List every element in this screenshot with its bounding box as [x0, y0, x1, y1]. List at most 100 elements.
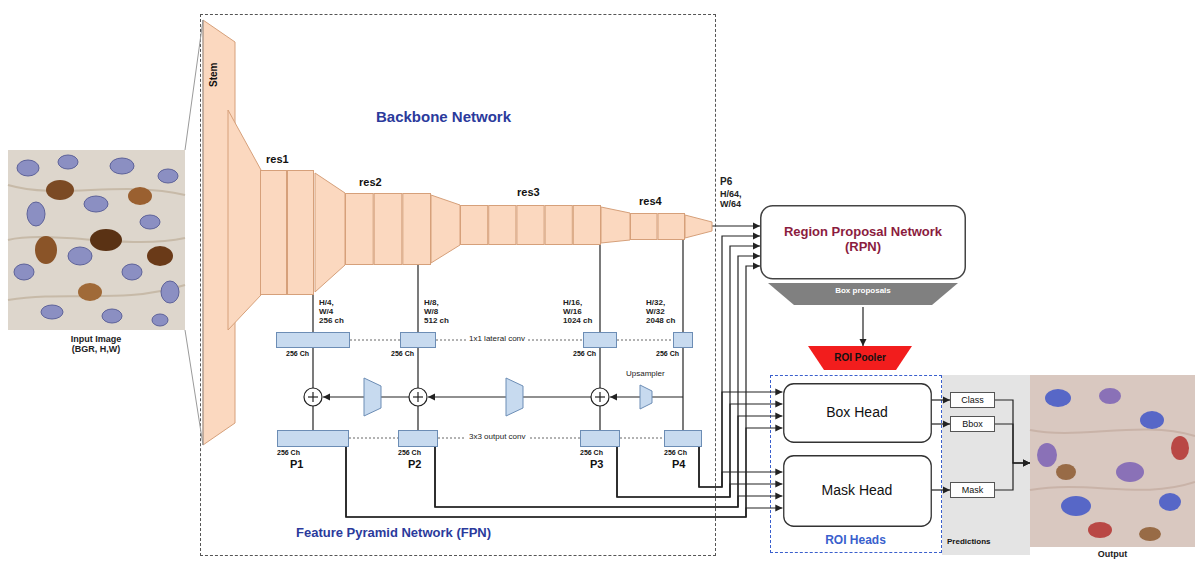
stroma-fiber [1030, 430, 1195, 436]
roi-heads-region: ROI HeadsBox HeadMask Head [770, 375, 942, 553]
node-title: Predictions [947, 537, 991, 546]
proposal-arrow [862, 307, 863, 346]
node-title: 256 Ch [656, 350, 679, 358]
upsampler-symbol [364, 378, 381, 416]
cell-nucleus [110, 158, 134, 174]
node-title: Bbox [962, 419, 983, 429]
stroma-fiber [1030, 482, 1195, 490]
rpn-box: Region Proposal Network (RPN) Box proposa… [760, 205, 966, 307]
cell-mask [1037, 443, 1057, 467]
node-title: res2 [359, 176, 382, 189]
conv-rect [278, 431, 349, 447]
stem-funnel [228, 110, 261, 330]
cell-nucleus [122, 264, 142, 280]
cell-nucleus [68, 247, 92, 265]
res-block [489, 206, 516, 245]
dimension-note: H/4, W/4 256 ch [319, 298, 347, 326]
prediction-arrow [932, 399, 951, 400]
cell-mask [1045, 389, 1071, 407]
sum-symbol [409, 388, 427, 406]
feature-arrow [435, 416, 783, 507]
node-title: Mask Head [822, 482, 893, 498]
lateral-conv: 256 Ch [400, 332, 436, 348]
prediction-rect [951, 417, 995, 432]
res-block [261, 171, 287, 295]
conv-outline [583, 332, 617, 348]
res-block [517, 206, 544, 245]
conv-rect [581, 431, 620, 447]
lateral-conv: 256 Ch [276, 332, 350, 348]
guide-line [349, 438, 398, 439]
node-title: 256 Ch [391, 350, 414, 358]
dimension-note: H/64, W/64 [720, 189, 752, 210]
conv-rect [401, 333, 436, 348]
cell-mask [1139, 527, 1161, 541]
conv-outline [276, 332, 350, 348]
node-title: Backbone Network [376, 108, 511, 125]
lateral-line [312, 295, 313, 332]
output-conv: 256 ChP2 [398, 430, 438, 447]
dimension-note: H/16, W/16 1024 ch [563, 298, 595, 326]
conv-outline [580, 430, 620, 447]
cell-nucleus [84, 196, 108, 212]
res-stage: res2 [345, 193, 431, 265]
cell-mask [1088, 522, 1112, 538]
node-title: Box Head [826, 404, 887, 420]
res-block [374, 194, 402, 265]
blocks-outline [460, 205, 601, 245]
guide-line [350, 340, 400, 341]
res-block [288, 171, 314, 295]
res-block [545, 206, 572, 245]
node-title: res3 [517, 186, 540, 199]
feature-arrow [617, 447, 783, 497]
conv-outline [277, 430, 349, 447]
sum-symbol [591, 388, 609, 406]
res-block [573, 206, 600, 245]
feature-arrow [346, 447, 783, 517]
cell-nucleus [17, 160, 39, 176]
output-micrograph [1030, 375, 1195, 547]
feature-level: P6 [720, 176, 732, 188]
node-subtitle: P2 [408, 458, 421, 471]
node-title: Output [1030, 549, 1195, 559]
node-subtitle: P1 [290, 458, 303, 471]
lateral-line [417, 265, 418, 332]
plus-sign [312, 392, 313, 402]
plus-sign [599, 392, 600, 402]
cell-nucleus [14, 264, 34, 280]
node-title: 256 Ch [286, 350, 309, 358]
node-title: Region Proposal Network (RPN) [760, 225, 966, 255]
stained-cell [35, 236, 57, 264]
prediction-box: Bbox [950, 416, 995, 432]
output-conv: 256 ChP4 [664, 430, 702, 447]
node-subtitle: Box proposals [760, 286, 966, 295]
stage-transition [601, 207, 630, 243]
stage-transition [685, 215, 712, 238]
node-title: 256 Ch [398, 449, 421, 457]
conv-outline [400, 332, 436, 348]
guide-line [620, 438, 664, 439]
cell-nucleus [27, 202, 45, 226]
tissue-background [1030, 375, 1195, 547]
prediction-box: Class [950, 392, 995, 408]
input-micrograph [8, 150, 185, 330]
output-conv: 256 ChP1 [277, 430, 349, 447]
stained-cell [147, 246, 173, 266]
cell-nucleus [58, 155, 78, 169]
conv-rect [399, 431, 438, 447]
merge-line [682, 348, 683, 430]
feature-arrow [346, 428, 783, 517]
cell-mask [1061, 496, 1091, 516]
res-block [631, 214, 658, 240]
res-block [403, 194, 431, 265]
res-block [461, 206, 488, 245]
conv-rect [277, 333, 350, 348]
dimension-note: H/32, W/32 2048 ch [646, 298, 678, 326]
node-subtitle: P4 [672, 458, 685, 471]
cell-mask [1171, 436, 1189, 460]
cell-nucleus [158, 169, 178, 183]
roi-pooler: ROI Pooler [808, 346, 912, 370]
stained-cell [128, 187, 152, 205]
node-title: Input Image (BGR, H,W) [64, 334, 128, 355]
prediction-rect [951, 483, 995, 498]
